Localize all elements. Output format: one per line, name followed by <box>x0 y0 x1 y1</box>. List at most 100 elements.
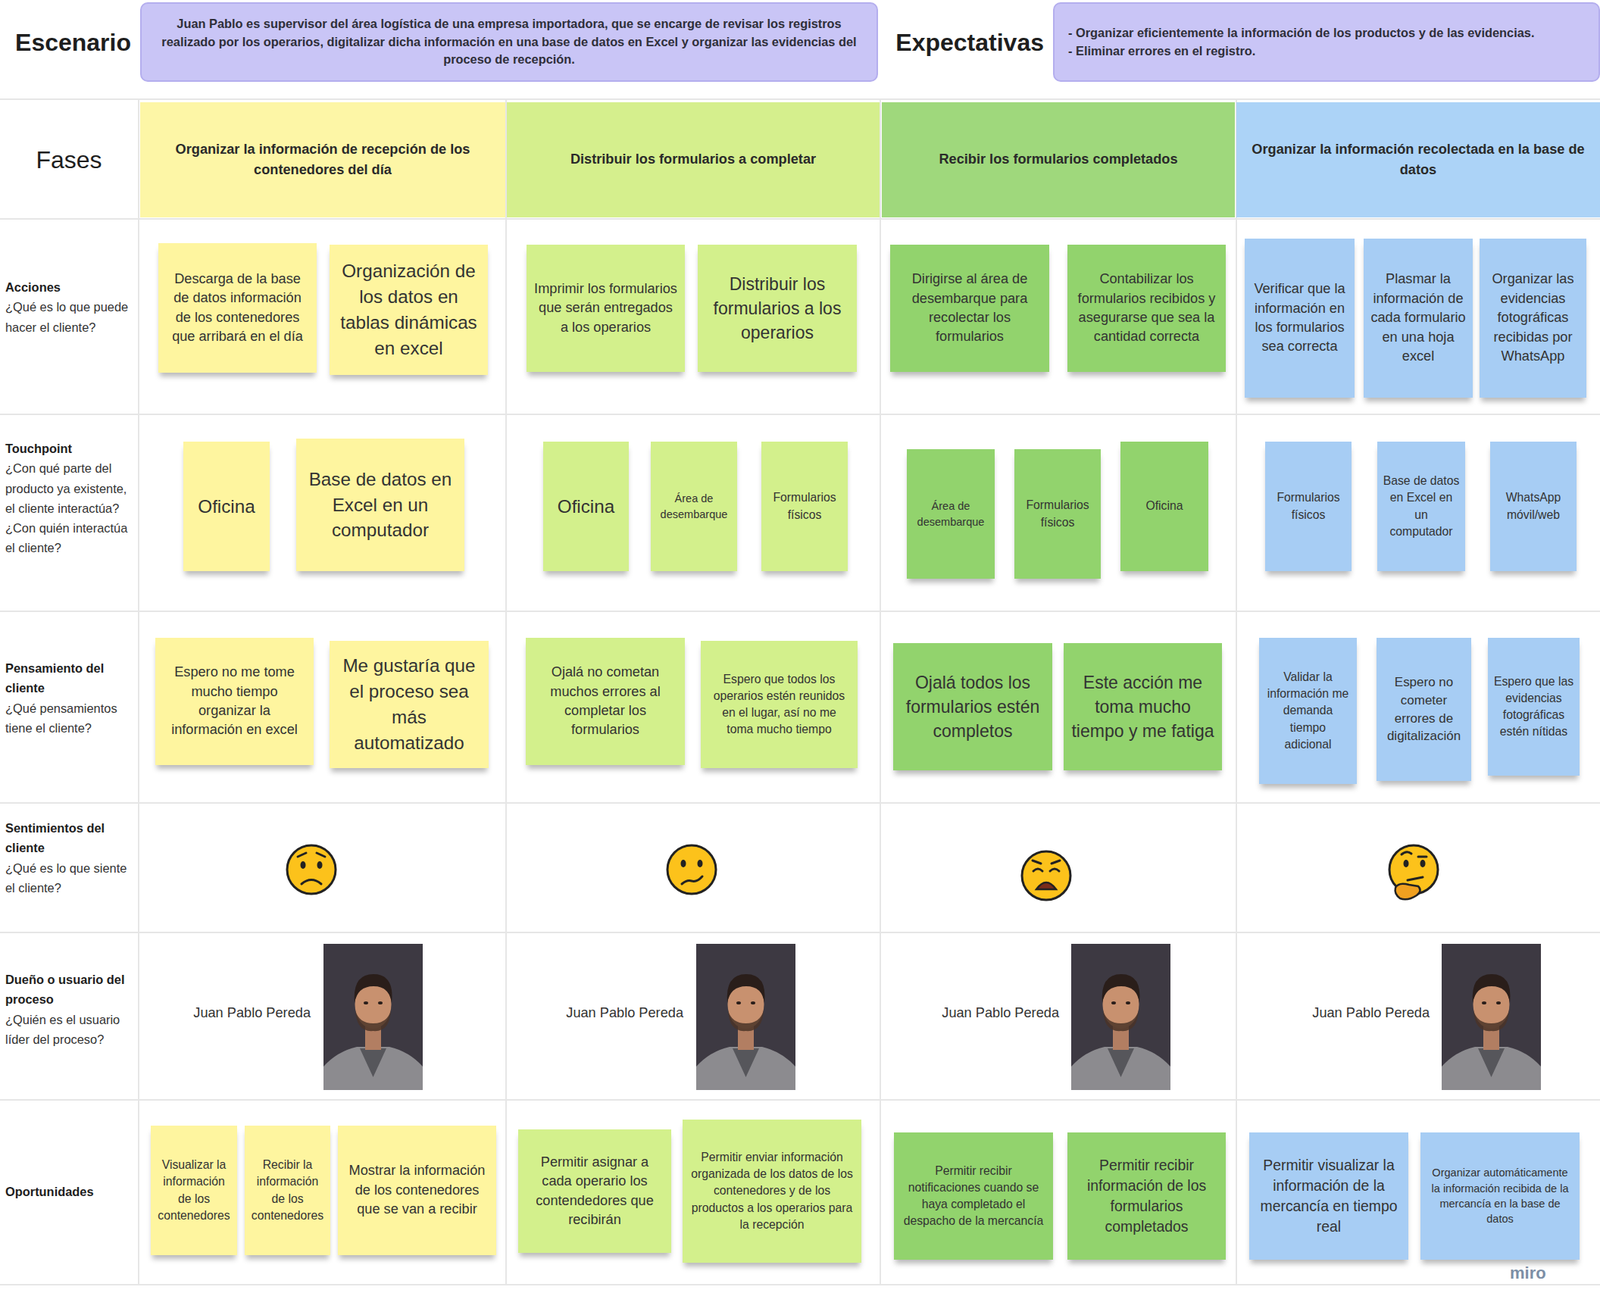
sticky-note: Organizar automáticamente la información… <box>1420 1132 1580 1260</box>
text-body: Permitir recibir información de los form… <box>1075 1155 1219 1238</box>
sticky-note: Plasmar la información de cada formulari… <box>1363 238 1473 398</box>
sticky-note: Espero que todos los operarios estén reu… <box>700 640 858 769</box>
row-question: ¿Qué pensamientos tiene el cliente? <box>5 698 136 739</box>
note-text: Permitir recibir notificaciones cuando s… <box>901 1162 1046 1230</box>
sticky-note: Oficina <box>543 441 629 572</box>
text-body: - Organizar eficientemente la informació… <box>1068 24 1585 60</box>
text-body: Me gustaría que el proceso sea más autom… <box>337 653 482 757</box>
text-body: Distribuir los formularios a completar <box>520 149 866 170</box>
text-body: Recibir los formularios completados <box>895 149 1222 170</box>
sticky-note: Permitir asignar a cada operario los con… <box>518 1129 672 1254</box>
note-text: Formularios físicos <box>766 489 843 523</box>
text-body: Permitir enviar información organizada d… <box>690 1149 854 1233</box>
box-text: Organizar la información de recepción de… <box>153 139 492 182</box>
sticky-note: Espero no me tome mucho tiempo organizar… <box>155 637 314 766</box>
text-body: WhatsApp móvil/web <box>1495 489 1572 523</box>
owner-name: Juan Pablo Pereda <box>1302 1005 1430 1022</box>
note-text: Oficina <box>188 493 265 520</box>
sticky-note: Ojalá no cometan muchos errores al compl… <box>525 637 685 766</box>
note-text: Formularios físicos <box>1270 489 1347 523</box>
note-text: Dirigirse al área de desembarque para re… <box>897 269 1042 347</box>
sticky-note: Área de desembarque <box>906 449 995 579</box>
box-text: Organizar la información recolectada en … <box>1250 139 1587 182</box>
note-text: Organización de los datos en tablas diná… <box>337 258 481 362</box>
sticky-note: Formularios físicos <box>1014 449 1101 579</box>
scenario-box: EscenarioJuan Pablo es supervisor del ár… <box>140 2 879 82</box>
note-text: Este acción me toma mucho tiempo y me fa… <box>1071 670 1215 744</box>
text-body: Base de datos en Excel en un computador <box>1382 472 1460 540</box>
note-text: Verificar que la información en los form… <box>1251 279 1349 357</box>
row-label: Sentimientos del cliente¿Qué es lo que s… <box>5 818 136 898</box>
text-body: Oficina <box>1125 497 1204 515</box>
row-title: Touchpoint <box>5 438 136 459</box>
note-text: Mostrar la información de los contenedor… <box>345 1161 489 1219</box>
sticky-note: Permitir recibir información de los form… <box>1067 1132 1226 1260</box>
note-text: Imprimir los formularios que serán entre… <box>534 279 678 338</box>
worried-face <box>287 845 336 894</box>
row-title: Fases <box>35 146 102 175</box>
note-text: Visualizar la información de los contene… <box>156 1156 232 1224</box>
text-body: Organizar automáticamente la información… <box>1428 1165 1572 1227</box>
note-text: Base de datos en Excel en un computador <box>1382 472 1460 540</box>
box-text: Juan Pablo es supervisor del área logíst… <box>155 15 863 69</box>
sticky-note: Espero que las evidencias fotográficas e… <box>1487 637 1580 776</box>
box-text: - Eliminar errores en el registro. <box>1068 42 1585 61</box>
confused-face <box>667 845 716 894</box>
sticky-note: Mostrar la información de los contenedor… <box>337 1125 497 1256</box>
text-body: Formularios físicos <box>1270 489 1347 523</box>
note-text: Espero no me tome mucho tiempo organizar… <box>162 662 307 741</box>
phase-header: Organizar la información de recepción de… <box>140 102 506 218</box>
text-body: Permitir visualizar la información de la… <box>1256 1155 1401 1238</box>
text-body: Espero no me tome mucho tiempo organizar… <box>162 662 307 741</box>
owner-name: Juan Pablo Pereda <box>931 1005 1060 1022</box>
row-title: Oportunidades <box>5 1181 136 1202</box>
text-body: Plasmar la información de cada formulari… <box>1370 269 1467 366</box>
note-text: Descarga de la base de datos información… <box>165 269 310 347</box>
sticky-note: Área de desembarque <box>650 441 738 572</box>
sticky-note: Me gustaría que el proceso sea más autom… <box>329 640 489 769</box>
note-text: Ojalá no cometan muchos errores al compl… <box>533 662 678 741</box>
text-body: Espero no cometer errores de digitalizac… <box>1382 673 1466 746</box>
text-body: Formularios físicos <box>766 489 843 523</box>
sticky-note: Distribuir los formularios a los operari… <box>697 244 857 372</box>
sticky-note: Permitir visualizar la información de la… <box>1249 1132 1409 1260</box>
box-text: - Organizar eficientemente la informació… <box>1068 24 1585 43</box>
note-text: Espero no cometer errores de digitalizac… <box>1382 673 1466 746</box>
sticky-note: Formularios físicos <box>1265 441 1352 572</box>
text-body: Dirigirse al área de desembarque para re… <box>897 269 1042 347</box>
note-text: Base de datos en Excel en un computador <box>303 466 457 544</box>
row-header: Fases <box>0 102 138 218</box>
text-body: Visualizar la información de los contene… <box>156 1156 232 1224</box>
note-text: Organizar automáticamente la información… <box>1428 1165 1572 1227</box>
sticky-note: WhatsApp móvil/web <box>1490 441 1577 572</box>
box-text: Distribuir los formularios a completar <box>520 149 866 170</box>
note-text: Área de desembarque <box>912 498 990 530</box>
sticky-note: Permitir recibir notificaciones cuando s… <box>893 1132 1054 1260</box>
row-title: Sentimientos del cliente <box>5 818 136 859</box>
row-label: Touchpoint¿Con qué parte del producto ya… <box>5 438 136 559</box>
watermark: miro <box>1509 1263 1547 1284</box>
row-question: ¿Qué es lo que puede hacer el cliente? <box>5 296 136 338</box>
text-body: Validar la información me demanda tiempo… <box>1265 668 1352 753</box>
owner-name: Juan Pablo Pereda <box>556 1005 684 1022</box>
sticky-note: Oficina <box>1120 441 1209 572</box>
text-body: Verificar que la información en los form… <box>1251 279 1349 357</box>
row-label: Pensamiento del cliente¿Qué pensamientos… <box>5 658 136 738</box>
expectations-box: Expectativas- Organizar eficientemente l… <box>1053 2 1600 82</box>
row-label: Oportunidades <box>5 1181 136 1202</box>
note-text: Ojalá todos los formularios estén comple… <box>900 670 1045 744</box>
row-question: ¿Quién es el usuario líder del proceso? <box>5 1009 136 1050</box>
text-body: Oficina <box>548 493 624 520</box>
sticky-note: Dirigirse al área de desembarque para re… <box>890 244 1050 372</box>
note-text: Espero que las evidencias fotográficas e… <box>1493 673 1574 741</box>
text-body: Este acción me toma mucho tiempo y me fa… <box>1071 670 1215 744</box>
text-body: Mostrar la información de los contenedor… <box>345 1161 489 1219</box>
text-body: Permitir asignar a cada operario los con… <box>525 1153 664 1231</box>
section-heading: Expectativas <box>895 24 1044 60</box>
note-text: Recibir la información de los contenedor… <box>250 1156 325 1224</box>
sticky-note: Espero no cometer errores de digitalizac… <box>1376 637 1472 782</box>
note-text: Área de desembarque <box>656 490 732 522</box>
text-body: Área de desembarque <box>912 498 990 530</box>
note-text: Oficina <box>548 493 624 520</box>
